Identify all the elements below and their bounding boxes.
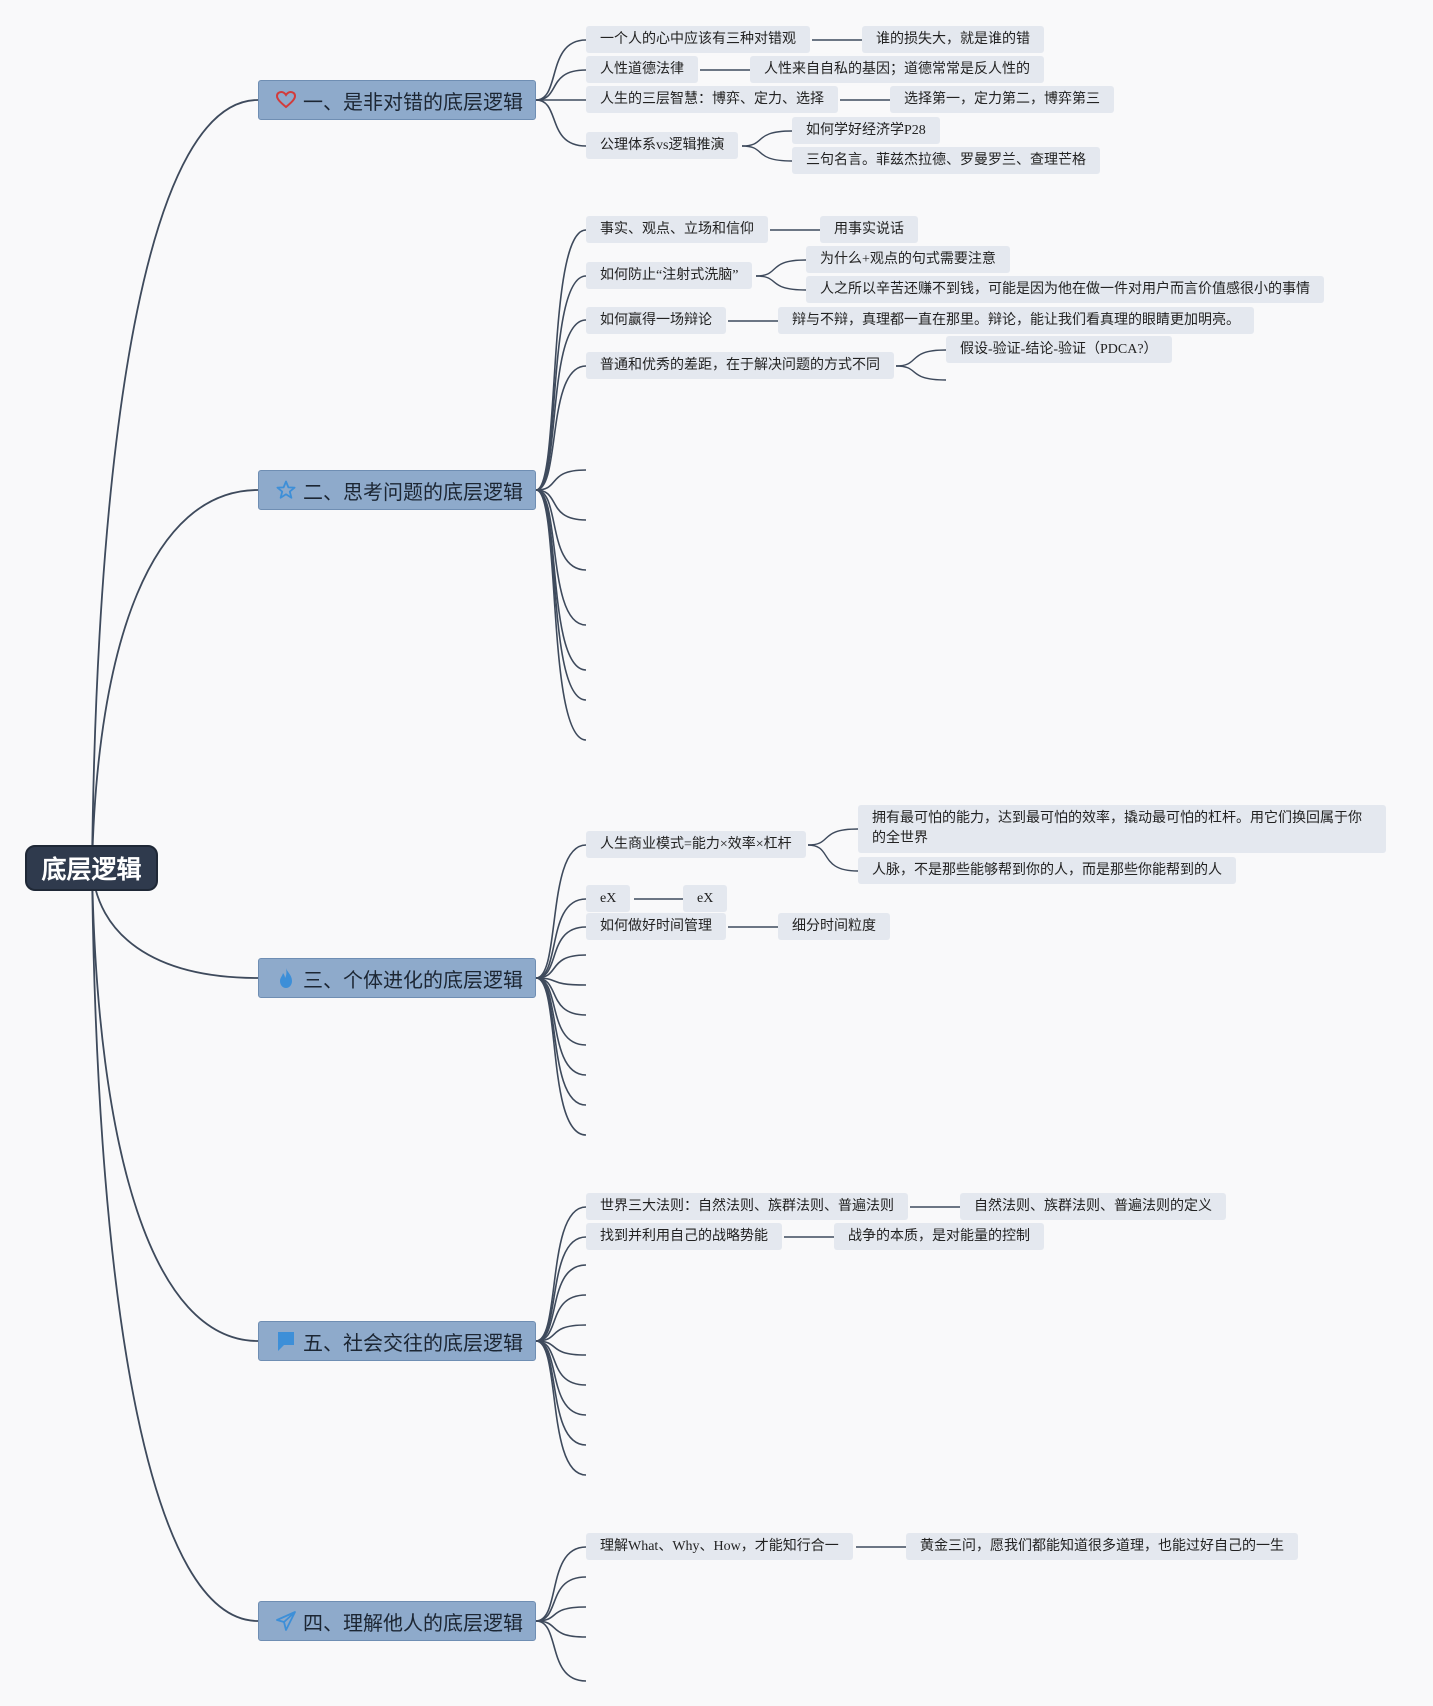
flag-icon: [275, 1330, 297, 1352]
subtopic-node[interactable]: eX: [683, 885, 728, 912]
connector-line: [535, 977, 587, 1106]
connector-line: [535, 1264, 587, 1342]
connector-line: [535, 99, 587, 147]
subtopic-node[interactable]: 选择第一，定力第二，博弈第三: [890, 86, 1114, 113]
connector-line: [535, 977, 587, 1136]
branch-label: 四、理解他人的底层逻辑: [303, 1610, 523, 1635]
topic-node[interactable]: 如何赢得一场辩论: [586, 307, 726, 334]
connector-line: [895, 365, 947, 381]
connector-line: [535, 489, 587, 701]
connector-line: [535, 1324, 587, 1342]
subtopic-node[interactable]: 黄金三问，愿我们都能知道很多道理，也能过好自己的一生: [906, 1533, 1298, 1560]
connector-line: [535, 1206, 587, 1342]
connector-line: [535, 489, 587, 521]
branch-node-5[interactable]: 四、理解他人的底层逻辑: [258, 1601, 536, 1641]
connector-line: [741, 145, 793, 162]
subtopic-node[interactable]: 自然法则、族群法则、普遍法则的定义: [960, 1193, 1226, 1220]
topic-node[interactable]: 一个人的心中应该有三种对错观: [586, 26, 810, 53]
connector-line: [535, 954, 587, 979]
subtopic-node[interactable]: 人脉，不是那些能够帮到你的人，而是那些你能帮到的人: [858, 857, 1236, 884]
connector-line: [91, 867, 259, 979]
root-node[interactable]: 底层逻辑: [25, 845, 158, 891]
topic-node[interactable]: 人生的三层智慧：博弈、定力、选择: [586, 86, 838, 113]
connector-line: [741, 130, 793, 147]
connector-line: [535, 1620, 587, 1682]
branch-label: 五、社会交往的底层逻辑: [303, 1330, 523, 1355]
subtopic-node[interactable]: 谁的损失大，就是谁的错: [862, 26, 1044, 53]
connector-line: [535, 1340, 587, 1446]
connector-line: [807, 844, 859, 872]
connector-line: [535, 1606, 587, 1622]
connector-line: [535, 69, 587, 101]
connector-line: [535, 489, 587, 571]
connector-line: [535, 977, 587, 986]
connector-line: [535, 489, 587, 626]
branch-node-1[interactable]: 一、是非对错的底层逻辑: [258, 80, 536, 120]
connector-line: [535, 1546, 587, 1622]
topic-node[interactable]: 人生商业模式=能力×效率×杠杆: [586, 831, 806, 858]
connector-line: [535, 1340, 587, 1476]
subtopic-node[interactable]: 假设-验证-结论-验证（PDCA?）: [946, 336, 1172, 363]
subtopic-node[interactable]: 为什么+观点的句式需要注意: [806, 246, 1010, 273]
branch-label: 二、思考问题的底层逻辑: [303, 479, 523, 504]
connector-line: [535, 1236, 587, 1342]
connector-line: [535, 1294, 587, 1342]
branch-node-3[interactable]: 三、个体进化的底层逻辑: [258, 958, 536, 998]
subtopic-node[interactable]: 用事实说话: [820, 216, 918, 243]
topic-node[interactable]: 事实、观点、立场和信仰: [586, 216, 768, 243]
branch-node-4[interactable]: 五、社会交往的底层逻辑: [258, 1321, 536, 1361]
subtopic-node[interactable]: 细分时间粒度: [778, 913, 890, 940]
connector-line: [535, 1620, 587, 1638]
connector-line: [807, 828, 859, 846]
connector-line: [91, 489, 259, 869]
topic-node[interactable]: 如何防止“注射式洗脑”: [586, 262, 753, 289]
star-icon: [275, 479, 297, 501]
flame-icon: [275, 967, 297, 989]
subtopic-node[interactable]: 辩与不辩，真理都一直在那里。辩论，能让我们看真理的眼睛更加明亮。: [778, 307, 1254, 334]
connector-line: [535, 926, 587, 979]
connector-line: [535, 39, 587, 101]
branch-node-2[interactable]: 二、思考问题的底层逻辑: [258, 470, 536, 510]
subtopic-node[interactable]: 战争的本质，是对能量的控制: [834, 1223, 1044, 1250]
subtopic-node[interactable]: 拥有最可怕的能力，达到最可怕的效率，撬动最可怕的杠杆。用它们换回属于你的全世界: [858, 805, 1386, 853]
topic-node[interactable]: 世界三大法则：自然法则、族群法则、普遍法则: [586, 1193, 908, 1220]
connector-line: [535, 275, 587, 491]
subtopic-node[interactable]: 人之所以辛苦还赚不到钱，可能是因为他在做一件对用户而言价值感很小的事情: [806, 276, 1324, 303]
heart-icon: [275, 89, 297, 111]
connector-line: [755, 275, 807, 291]
topic-node[interactable]: 理解What、Why、How，才能知行合一: [586, 1533, 853, 1560]
connector-line: [535, 365, 587, 491]
connector-line: [91, 867, 259, 1622]
connector-line: [535, 319, 587, 491]
subtopic-node[interactable]: 三句名言。菲兹杰拉德、罗曼罗兰、查理芒格: [792, 147, 1100, 174]
connector-line: [535, 898, 587, 979]
topic-node[interactable]: 公理体系vs逻辑推演: [586, 132, 739, 159]
topic-node[interactable]: eX: [586, 885, 631, 912]
topic-node[interactable]: 找到并利用自己的战略势能: [586, 1223, 782, 1250]
connector-line: [895, 349, 947, 367]
subtopic-node[interactable]: 人性来自自私的基因；道德常常是反人性的: [750, 56, 1044, 83]
topic-node[interactable]: 普通和优秀的差距，在于解决问题的方式不同: [586, 352, 894, 379]
connector-line: [535, 469, 587, 491]
connector-line: [91, 99, 259, 869]
branch-label: 一、是非对错的底层逻辑: [303, 89, 523, 114]
branch-label: 三、个体进化的底层逻辑: [303, 967, 523, 992]
topic-node[interactable]: 如何做好时间管理: [586, 913, 726, 940]
topic-node[interactable]: 人性道德法律: [586, 56, 698, 83]
connector-line: [535, 844, 587, 979]
paper-plane-icon: [275, 1610, 297, 1632]
connector-line: [535, 977, 587, 1046]
connector-line: [535, 489, 587, 741]
subtopic-node[interactable]: 如何学好经济学P28: [792, 117, 940, 144]
connector-line: [91, 867, 259, 1342]
connector-line: [755, 259, 807, 277]
connector-line: [535, 1576, 587, 1622]
